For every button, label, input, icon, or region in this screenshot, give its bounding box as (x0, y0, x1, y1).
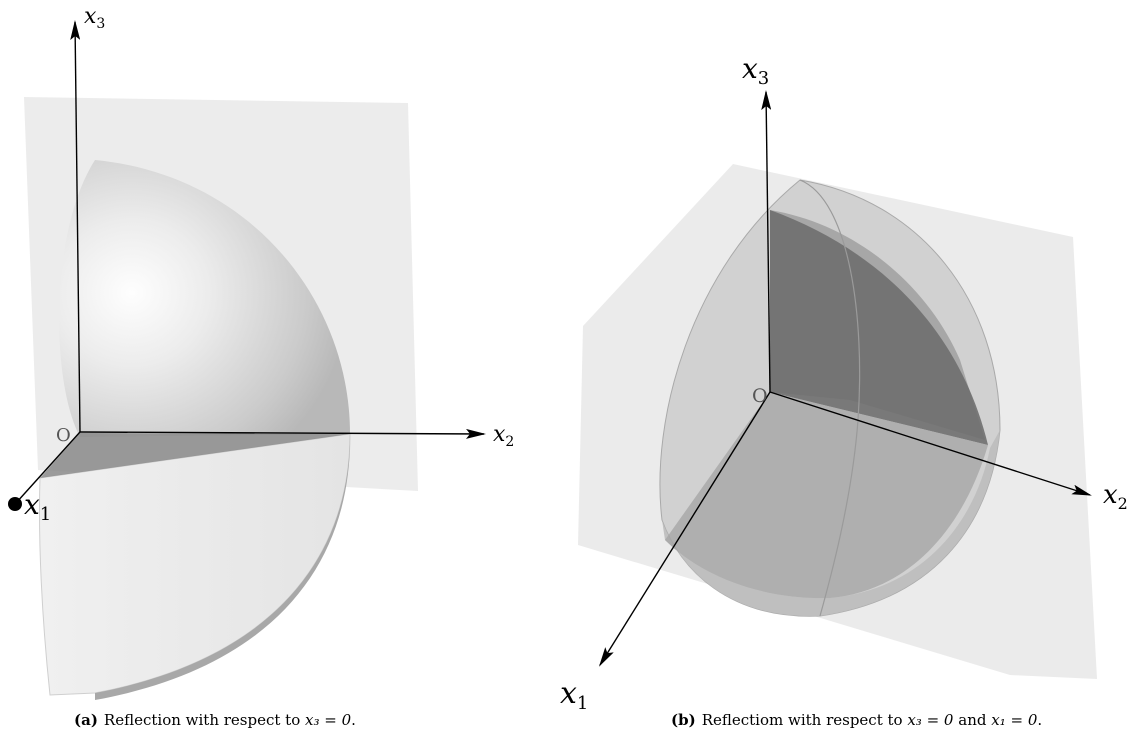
caption-a-math: x₃ = 0 (305, 711, 352, 729)
x1-axis-point-a (8, 497, 22, 511)
figure-b: O x3 x2 x1 (560, 52, 1128, 714)
x3-label-b: x3 (742, 52, 769, 89)
x2-axis-a (79, 428, 486, 439)
caption-b-label: (b) (671, 711, 696, 729)
figure-a: O x3 x2 x1 (8, 4, 514, 700)
cross-section-a (40, 433, 350, 478)
caption-b-math2: x₁ = 0 (991, 711, 1038, 729)
x3-label-a: x3 (84, 4, 105, 32)
caption-b-text: Reflectiom with respect to (701, 711, 903, 729)
upper-hemisphere-a (59, 160, 350, 437)
x2-label-a: x2 (493, 422, 514, 450)
x2-axis-b (769, 391, 1092, 496)
caption-a-end: . (351, 711, 356, 729)
front-band-b (662, 430, 1000, 617)
caption-b-math1: x₃ = 0 (907, 711, 954, 729)
x3-axis-a (70, 20, 81, 433)
caption-a-text: Reflection with respect to (103, 711, 301, 729)
x2-label-b: x2 (1103, 480, 1128, 513)
x1-label-a: x1 (24, 488, 51, 525)
x1-axis-a (15, 431, 81, 504)
x1-axis-b (598, 391, 771, 667)
caption-a: (a) Reflection with respect to x₃ = 0. (74, 711, 356, 729)
origin-label-b: O (752, 385, 768, 407)
caption-b-and: and (958, 711, 987, 729)
cross-section-b (665, 392, 988, 599)
caption-b: (b) Reflectiom with respect to x₃ = 0 and… (671, 711, 1042, 729)
caption-a-label: (a) (74, 711, 98, 729)
dark-sector-b (770, 210, 988, 445)
x3-axis-b (761, 90, 772, 393)
caption-b-end: . (1037, 711, 1043, 729)
lower-hemisphere-a (39, 433, 351, 696)
origin-label-a: O (56, 425, 71, 446)
x1-label-b: x1 (560, 676, 588, 714)
